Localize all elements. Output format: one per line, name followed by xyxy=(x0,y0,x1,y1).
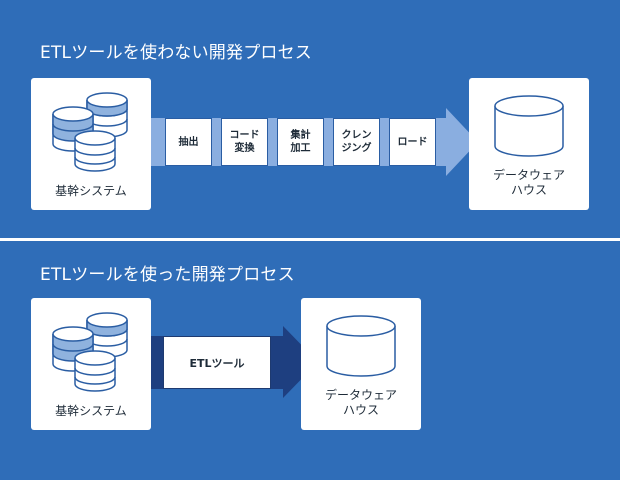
source-system-card-1: 基幹システム xyxy=(31,78,151,210)
step-aggregate: 集計 加工 xyxy=(277,118,324,166)
step-code-convert: コード 変換 xyxy=(221,118,268,166)
data-warehouse-cylinder-icon xyxy=(494,95,564,157)
source-system-label: 基幹システム xyxy=(55,404,127,418)
step-cleansing: クレン ジング xyxy=(333,118,380,166)
step-extract: 抽出 xyxy=(165,118,212,166)
data-warehouse-label: データウェア ハウス xyxy=(492,168,565,197)
etl-tool-box: ETLツール xyxy=(163,336,271,389)
section2-title: ETLツールを使った開発プロセス xyxy=(40,265,295,285)
database-cluster-icon xyxy=(52,312,128,392)
source-system-card-2: 基幹システム xyxy=(31,298,151,430)
data-warehouse-card-2: データウェア ハウス xyxy=(301,298,421,430)
source-system-label: 基幹システム xyxy=(55,184,127,198)
data-warehouse-cylinder-icon xyxy=(326,315,396,377)
step-load: ロード xyxy=(389,118,436,166)
section1-title: ETLツールを使わない開発プロセス xyxy=(40,43,312,63)
data-warehouse-label: データウェア ハウス xyxy=(324,388,397,417)
section-divider xyxy=(0,238,620,241)
database-cluster-icon xyxy=(52,92,128,172)
data-warehouse-card-1: データウェア ハウス xyxy=(469,78,589,210)
